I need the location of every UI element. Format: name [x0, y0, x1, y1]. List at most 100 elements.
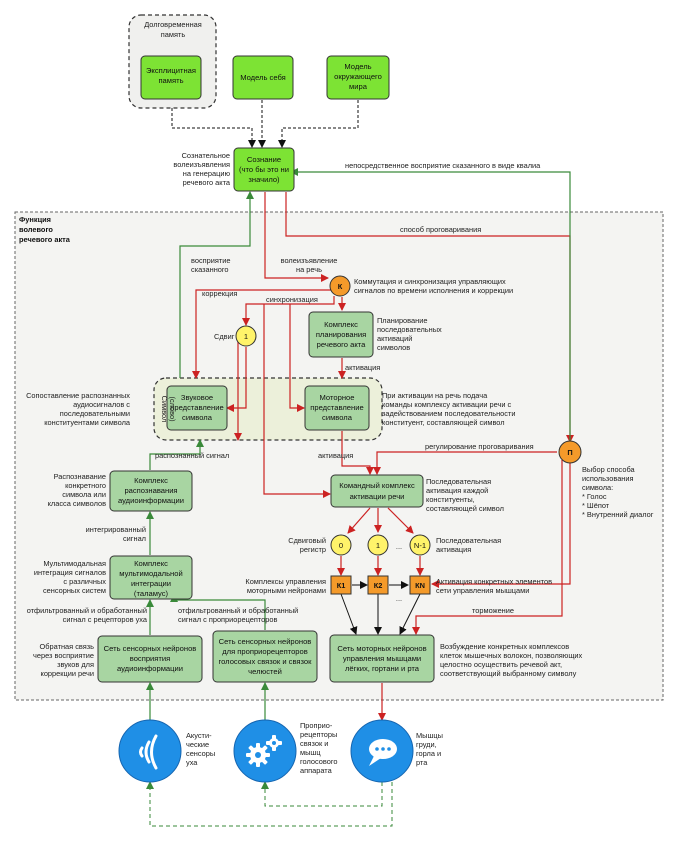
- ellipsis-squares: ...: [396, 594, 402, 603]
- svg-text:К2: К2: [374, 581, 383, 590]
- speech-bubble-icon: [369, 739, 397, 766]
- label-sync: синхронизация: [266, 295, 318, 304]
- circle-0: 0: [330, 534, 352, 556]
- label-activation-2: активация: [318, 451, 353, 460]
- arrow-shift-sound: [226, 347, 247, 412]
- circle-n-1: N-1: [409, 534, 431, 556]
- arrow-memory-consciousness: [171, 108, 256, 148]
- circle-p: П: [558, 440, 582, 464]
- arrow-command-0: [347, 507, 371, 534]
- svg-text:0: 0: [339, 541, 343, 550]
- label-recognized: распознанный сигнал: [155, 451, 229, 460]
- svg-text:П: П: [567, 448, 572, 457]
- arrow-k1-motor: [340, 593, 358, 635]
- arrow-command-n1: [387, 507, 414, 534]
- square-k2: К2: [367, 575, 389, 595]
- arrow-motor-command: [341, 431, 374, 475]
- arrow-p-command: [373, 451, 557, 475]
- gears-icon: [246, 735, 282, 767]
- red-arrows: [192, 192, 574, 721]
- svg-text:N-1: N-1: [414, 541, 426, 550]
- circle-shift-1: 1: [235, 325, 257, 347]
- svg-text:1: 1: [376, 541, 380, 550]
- square-kn: КN: [409, 575, 431, 595]
- svg-text:КN: КN: [415, 581, 425, 590]
- label-inhibition: торможение: [472, 606, 514, 615]
- square-k1: К1: [330, 575, 352, 595]
- arrow-k-correction: [192, 289, 331, 379]
- loop-muscles-proprio: [261, 781, 383, 807]
- arrow-world-consciousness: [278, 100, 359, 148]
- arrow-sound-consciousness: [179, 191, 254, 378]
- symbol-group-label: Символ(слово): [160, 396, 177, 423]
- label-articulation-way: способ проговаривания: [400, 225, 481, 234]
- green-arrows: [146, 168, 571, 720]
- circle-1: 1: [367, 534, 389, 556]
- svg-text:Модель себя: Модель себя: [240, 73, 286, 82]
- arrow-sync-command: [263, 304, 331, 498]
- arrow-p-inhibition: [412, 460, 563, 635]
- svg-text:К: К: [338, 282, 343, 291]
- arrow-p-consciousness: [290, 168, 571, 442]
- ellipsis-circles: ...: [396, 542, 402, 551]
- label-regulation: регулирование проговаривания: [425, 442, 534, 451]
- svg-text:К1: К1: [337, 581, 346, 590]
- arrow-sync-motor: [289, 304, 305, 412]
- label-direct-perception: непосредственное восприятие сказанного в…: [345, 161, 541, 170]
- label-correction: коррекция: [202, 289, 237, 298]
- svg-text:1: 1: [244, 332, 248, 341]
- arrow-consciousness-k: [264, 192, 329, 282]
- sensor-acoustic: [118, 719, 182, 783]
- node-self-model: Модель себя: [232, 55, 294, 100]
- sensor-proprio: [233, 719, 297, 783]
- black-solid-arrows: [340, 581, 421, 635]
- loop-muscles-acoustic: [146, 781, 393, 827]
- circle-k: К: [329, 275, 351, 297]
- sound-waves-icon: [139, 734, 158, 770]
- arrow-kn-motor: [399, 593, 421, 635]
